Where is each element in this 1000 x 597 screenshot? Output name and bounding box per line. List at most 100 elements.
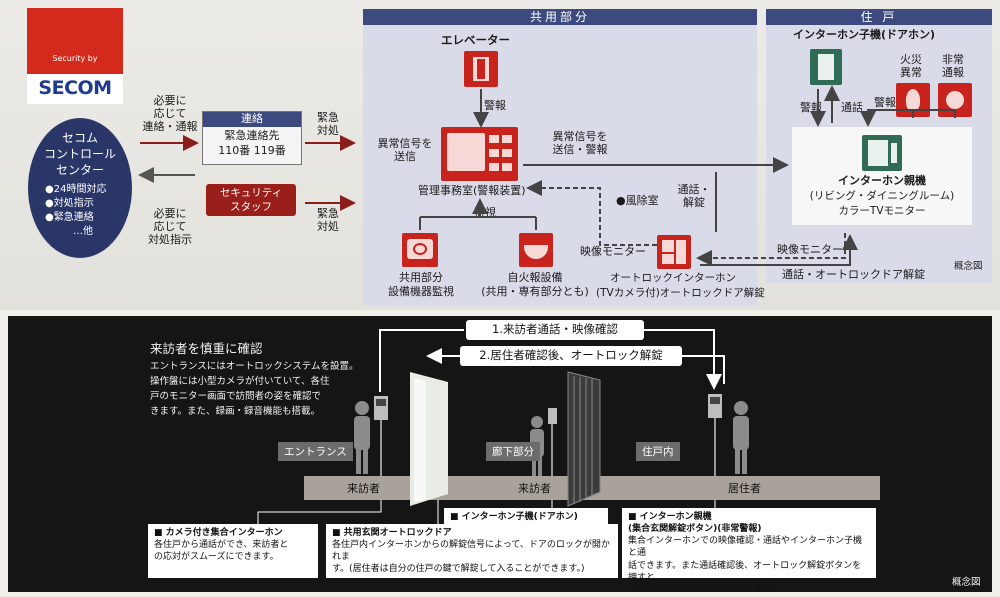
abnormal-signal-alarm-2: 送信・警報 xyxy=(552,143,608,156)
autolock-flow-panel: 来訪者を慎重に確認 エントランスにはオートロックシステムを設置。 操作盤には小型… xyxy=(8,316,992,592)
flow-emergency-2b: 対処 xyxy=(317,220,339,233)
flow-response-3: 対処指示 xyxy=(148,233,192,246)
entrance-scene xyxy=(257,329,880,524)
annotation-master-body-2: 集合インターホンでの映像確認・通話やインターホン子機と通 xyxy=(628,536,863,559)
equipment-monitor-icon xyxy=(402,233,438,267)
zone-entrance: エントランス xyxy=(278,442,353,461)
elevator-icon xyxy=(464,51,498,87)
contact-box-line1: 緊急連絡先 xyxy=(224,129,280,142)
annotation-door-body-2: す。(居住者は自分の住戸の鍵で解錠して入ることができます。) xyxy=(332,564,585,575)
control-center-name-3: センター xyxy=(55,163,104,177)
security-staff-box: セキュリティ スタッフ xyxy=(206,184,296,216)
fire-abnormal-1: 火災 xyxy=(900,53,922,66)
video-monitor-right: 映像モニター xyxy=(777,243,843,256)
common-equipment-1: 共用部分 xyxy=(399,271,443,284)
logo-tagline: Security by xyxy=(52,54,98,63)
concept-label-bottom: 概念図 xyxy=(952,577,981,588)
flow-response-2: 応じて xyxy=(153,220,187,233)
bottom-desc-2: 操作盤には小型カメラが付いていて、各住 xyxy=(150,376,330,387)
control-center-name-1: セコム xyxy=(61,131,98,145)
control-center-name-2: コントロール xyxy=(43,147,116,161)
master-unit-1: インターホン親機 xyxy=(838,174,926,187)
emergency-report-2: 通報 xyxy=(942,66,964,79)
bottom-desc-3: 戸のモニター画面で訪問者の姿を確認で xyxy=(150,391,322,402)
door-handset-icon xyxy=(810,49,842,85)
call-autolock-label: 通話・オートロックドア解錠 xyxy=(782,268,925,281)
annotation-camera-body-1: 各住戸から通話ができ、来訪者と xyxy=(154,540,289,551)
fire-alarm-icon xyxy=(519,233,553,267)
logo-wordmark: SECOM xyxy=(38,77,112,99)
concept-label-top: 概念図 xyxy=(954,261,983,272)
flow-contact-1: 必要に xyxy=(153,94,187,107)
step1-label: 1.来訪者通話・映像確認 xyxy=(492,322,618,336)
alarm-right-label: 警報 xyxy=(874,96,896,109)
security-staff-1: セキュリティ xyxy=(219,187,283,199)
annotation-master-body-1: (集合玄関解錠ボタン)(非常警報) xyxy=(628,524,762,535)
feature-etc: …他 xyxy=(73,226,93,237)
annotation-master-title: ■ インターホン親機 xyxy=(628,512,712,522)
security-staff-2: スタッフ xyxy=(230,201,272,213)
annotation-autolock-door: ■ 共用玄関オートロックドア 各住戸内インターホンからの解錠信号によって、ドアの… xyxy=(326,524,618,578)
contact-box-line2: 110番 119番 xyxy=(218,144,286,157)
video-monitor-left: 映像モニター xyxy=(580,245,646,258)
bottom-desc-1: エントランスにはオートロックシステムを設置。 xyxy=(150,361,359,372)
visitor-label-2: 来訪者 xyxy=(518,482,551,495)
annotation-master-body-4: エントランスのドアが解錠できます。 xyxy=(628,584,780,592)
contact-box: 連絡 緊急連絡先 110番 119番 xyxy=(202,111,302,165)
call-label: 通話 xyxy=(841,101,863,114)
door-handset-label: インターホン子機(ドアホン) xyxy=(793,28,936,41)
flow-emergency-1b: 対処 xyxy=(317,124,339,137)
management-office-label: 管理事務室(警報装置) xyxy=(418,184,526,197)
feature-24h: ●24時間対応 xyxy=(45,184,107,195)
annotation-camera-title: ■ カメラ付き集合インターホン xyxy=(154,528,283,538)
resident-label: 居住者 xyxy=(728,482,761,495)
dwelling-header: 住 戸 xyxy=(766,9,992,25)
feature-emergency-contact: ●緊急連絡 xyxy=(45,212,94,223)
master-unit-icon xyxy=(862,135,902,171)
autolock-intercom-icon xyxy=(657,235,691,269)
elevator-alarm-label: 警報 xyxy=(484,99,506,112)
annotation-door-title: ■ 共用玄関オートロックドア xyxy=(332,528,452,538)
annotation-handset-title: ■ インターホン子機(ドアホン) xyxy=(450,512,578,522)
bottom-desc-4: きます。また、録画・録音機能も搭載。 xyxy=(150,406,321,417)
step2-box: 2.居住者確認後、オートロック解錠 xyxy=(460,346,682,366)
feature-instructions: ●対処指示 xyxy=(45,198,94,209)
emergency-report-1: 非常 xyxy=(942,53,964,66)
fire-alarm-1: 自火報設備 xyxy=(507,271,563,284)
annotation-camera-body-2: の応対がスムーズにできます。 xyxy=(154,552,279,563)
alarm-panel-icon xyxy=(441,127,518,181)
wind-room-label: ●風除室 xyxy=(616,194,659,207)
annotation-master-unit: ■ インターホン親機 (集合玄関解錠ボタン)(非常警報) 集合インターホンでの映… xyxy=(622,508,876,592)
master-unit-2: (リビング・ダイニングルーム) xyxy=(809,190,955,202)
abnormal-signal-alarm-1: 異常信号を xyxy=(552,130,608,143)
common-area-header: 共用部分 xyxy=(363,9,757,25)
emergency-button-icon xyxy=(938,83,972,117)
call-unlock-1: 通話・ xyxy=(677,183,711,196)
elevator-label: エレベーター xyxy=(441,33,510,47)
annotation-door-body-1: 各住戸内インターホンからの解錠信号によって、ドアのロックが開かれま xyxy=(332,540,610,563)
flow-response-1: 必要に xyxy=(153,207,187,220)
flow-emergency-1a: 緊急 xyxy=(317,111,339,124)
visitor-label-1: 来訪者 xyxy=(347,482,380,495)
fire-abnormal-2: 異常 xyxy=(900,66,922,79)
step1-box: 1.来訪者通話・映像確認 xyxy=(466,320,644,340)
alarm-left-label: 警報 xyxy=(800,101,822,114)
autolock-intercom-1: オートロックインターホン xyxy=(610,272,736,284)
left-flow-arrows xyxy=(138,135,356,211)
annotation-door-handset: ■ インターホン子機(ドアホン) xyxy=(444,508,608,526)
step2-label: 2.居住者確認後、オートロック解錠 xyxy=(479,348,663,362)
annotation-master-body-3: 話できます。また通話確認後、オートロック解錠ボタンを押すと xyxy=(628,560,862,583)
common-equipment-2: 設備機器監視 xyxy=(388,285,454,298)
zone-dwelling: 住戸内 xyxy=(636,442,680,461)
secom-logo: Security by SECOM xyxy=(27,8,123,104)
security-system-diagram: Security by SECOM セコム コントロール センター ●24時間対… xyxy=(0,0,1000,310)
flow-contact-2: 応じて xyxy=(153,107,187,120)
autolock-intercom-2: (TVカメラ付)オートロックドア解錠 xyxy=(596,287,765,299)
call-unlock-2: 解錠 xyxy=(683,196,705,209)
annotation-camera-intercom: ■ カメラ付き集合インターホン 各住戸から通話ができ、来訪者と の応対がスムーズ… xyxy=(148,524,318,578)
flow-emergency-2a: 緊急 xyxy=(317,207,339,220)
contact-box-header: 連絡 xyxy=(241,112,263,125)
zone-corridor: 廊下部分 xyxy=(486,442,540,461)
master-unit-3: カラーTVモニター xyxy=(838,205,926,217)
abnormal-signal-1: 異常信号を xyxy=(377,137,433,150)
